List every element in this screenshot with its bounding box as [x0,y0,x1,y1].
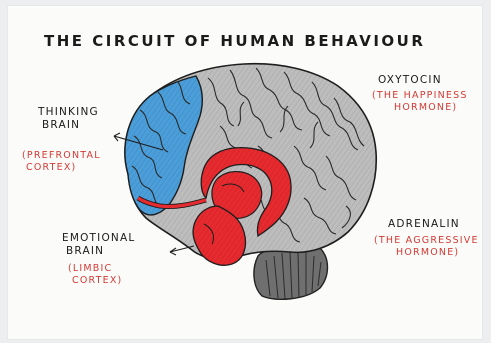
arrow-left-icon [170,246,194,255]
cerebellum [254,245,328,299]
drawing-sheet: THE CIRCUIT OF HUMAN BEHAVIOUR THINKING … [8,6,482,339]
brain-illustration [8,6,482,339]
